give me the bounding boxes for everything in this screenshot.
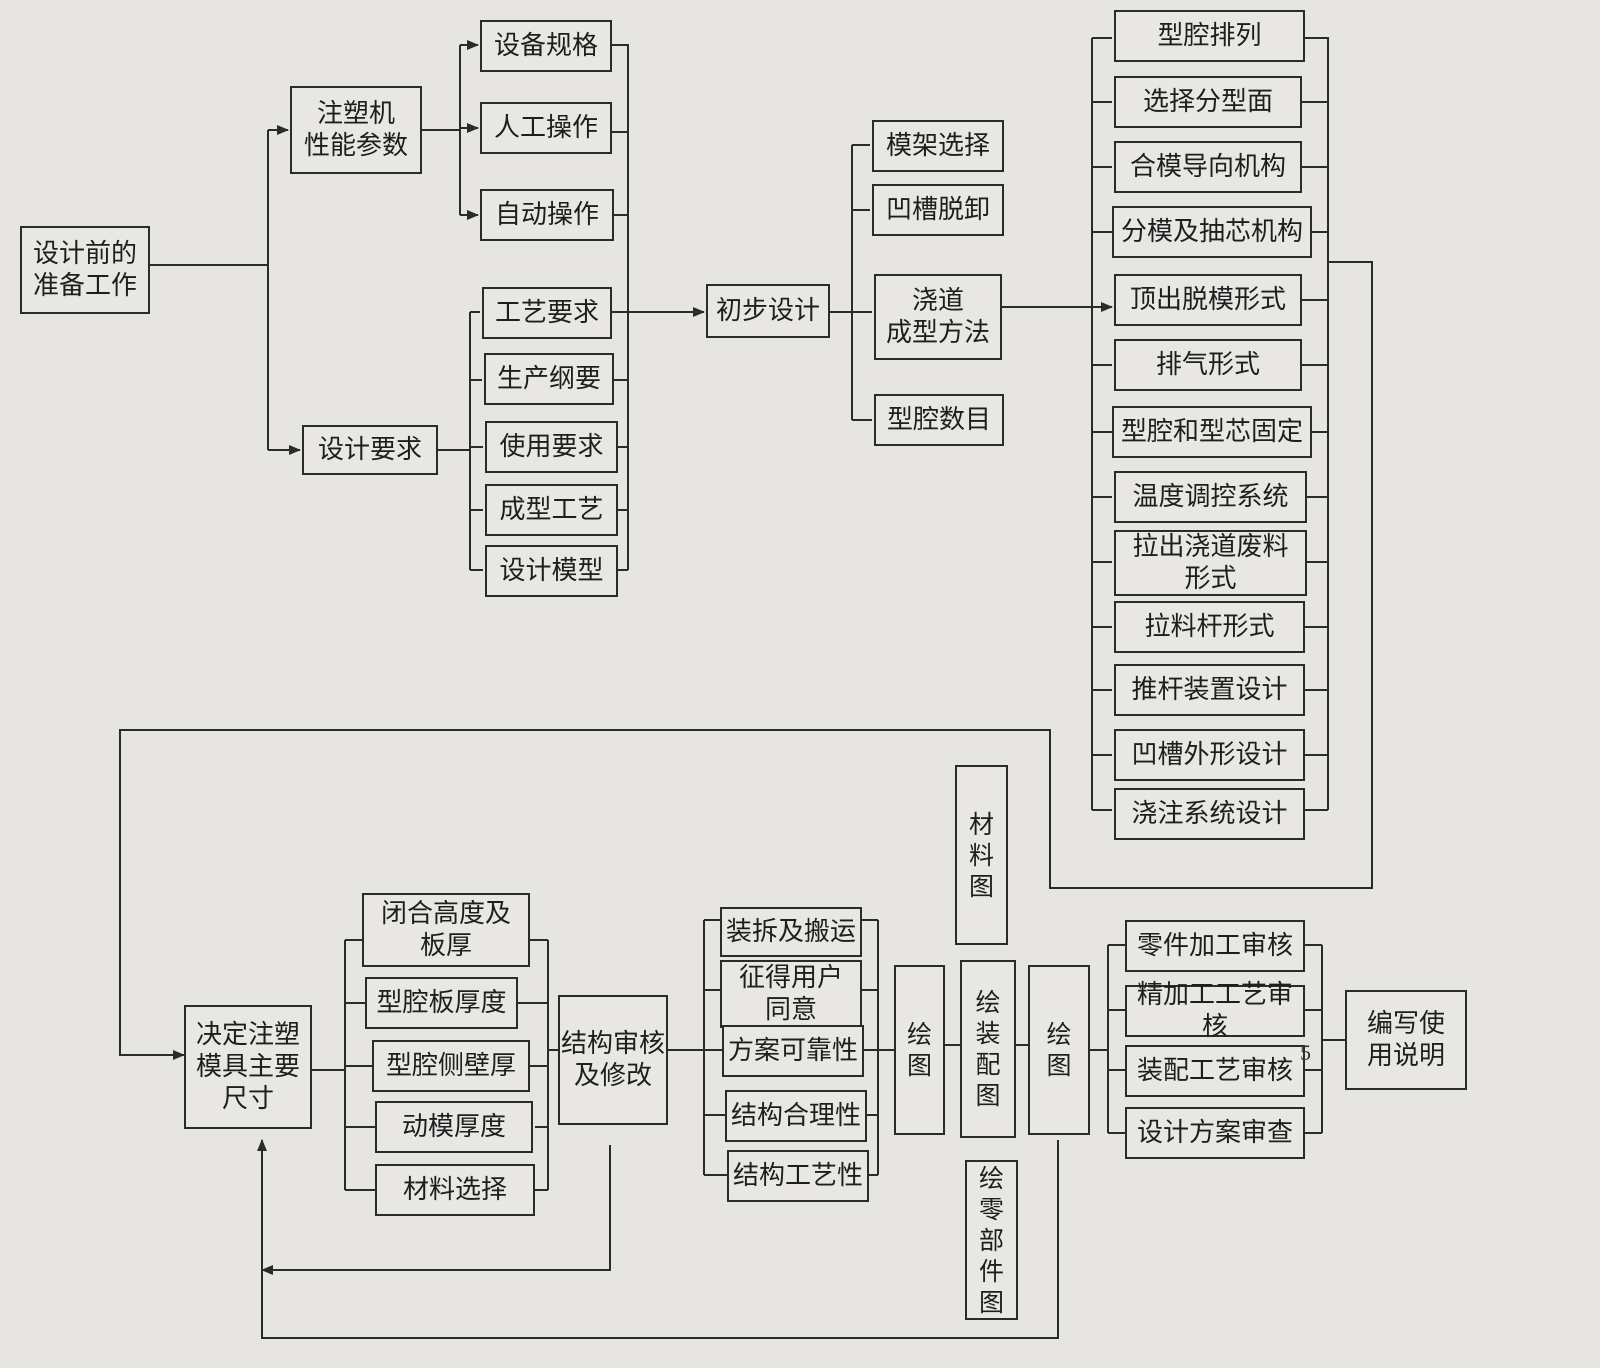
node-draw2: 绘 图: [1028, 965, 1090, 1135]
node-transport: 装拆及搬运: [720, 907, 862, 957]
node-plan-audit: 设计方案审查: [1125, 1107, 1305, 1159]
node-guide: 合模导向机构: [1114, 141, 1302, 193]
node-undercut: 凹槽脱卸: [872, 184, 1004, 236]
node-manual: 人工操作: [480, 102, 612, 154]
node-gating: 浇道 成型方法: [874, 274, 1002, 360]
node-review: 结构审核 及修改: [558, 995, 668, 1125]
node-production: 生产纲要: [484, 353, 614, 405]
node-temp: 温度调控系统: [1114, 471, 1307, 523]
node-prelim: 初步设计: [706, 284, 830, 338]
node-finish-audit: 精加工工艺审核: [1125, 980, 1305, 1042]
node-core-pull: 分模及抽芯机构: [1112, 206, 1312, 258]
page-number: 5: [1300, 1040, 1311, 1065]
node-draw1: 绘 图: [894, 965, 945, 1135]
node-matdraw: 材 料 图: [955, 765, 1008, 945]
node-cavities: 型腔数目: [874, 394, 1004, 446]
node-model: 设计模型: [485, 545, 618, 597]
node-layout: 型腔排列: [1114, 10, 1305, 62]
node-parts: 绘 零 部 件 图: [965, 1160, 1018, 1320]
node-vent: 排气形式: [1114, 339, 1302, 391]
node-pusher: 推杆装置设计: [1114, 664, 1305, 716]
node-machine: 注塑机 性能参数: [290, 86, 422, 174]
node-auto: 自动操作: [480, 189, 614, 241]
node-spec: 设备规格: [480, 20, 612, 72]
node-prep: 设计前的 准备工作: [20, 226, 150, 314]
node-part-audit: 零件加工审核: [1125, 920, 1305, 972]
node-assembly: 绘 装 配 图: [960, 960, 1016, 1138]
node-puller: 拉料杆形式: [1114, 601, 1305, 653]
node-material: 材料选择: [375, 1164, 535, 1216]
node-closed: 闭合高度及 板厚: [362, 893, 530, 967]
node-reliable: 方案可靠性: [722, 1025, 864, 1077]
node-parting: 选择分型面: [1114, 76, 1302, 128]
node-usage: 使用要求: [485, 421, 618, 473]
node-groove: 凹槽外形设计: [1114, 729, 1305, 781]
node-req: 设计要求: [302, 425, 438, 475]
node-decide: 决定注塑 模具主要 尺寸: [184, 1005, 312, 1129]
node-rational: 结构合理性: [725, 1090, 867, 1142]
node-fixing: 型腔和型芯固定: [1112, 406, 1312, 458]
node-base: 模架选择: [872, 120, 1004, 172]
node-cav-plate: 型腔板厚度: [365, 977, 518, 1029]
node-sidewall: 型腔侧壁厚: [372, 1040, 530, 1092]
node-ejection: 顶出脱模形式: [1114, 274, 1302, 326]
node-molding: 成型工艺: [485, 484, 618, 536]
node-moving: 动模厚度: [375, 1101, 533, 1153]
node-manual-doc: 编写使 用说明: [1345, 990, 1467, 1090]
node-process-req: 工艺要求: [482, 287, 612, 339]
node-sprue-pull: 拉出浇道废料 形式: [1114, 530, 1307, 596]
node-pouring: 浇注系统设计: [1114, 788, 1305, 840]
node-craft: 结构工艺性: [727, 1150, 869, 1202]
node-consent: 征得用户 同意: [720, 960, 862, 1028]
node-assy-audit: 装配工艺审核: [1125, 1045, 1305, 1097]
